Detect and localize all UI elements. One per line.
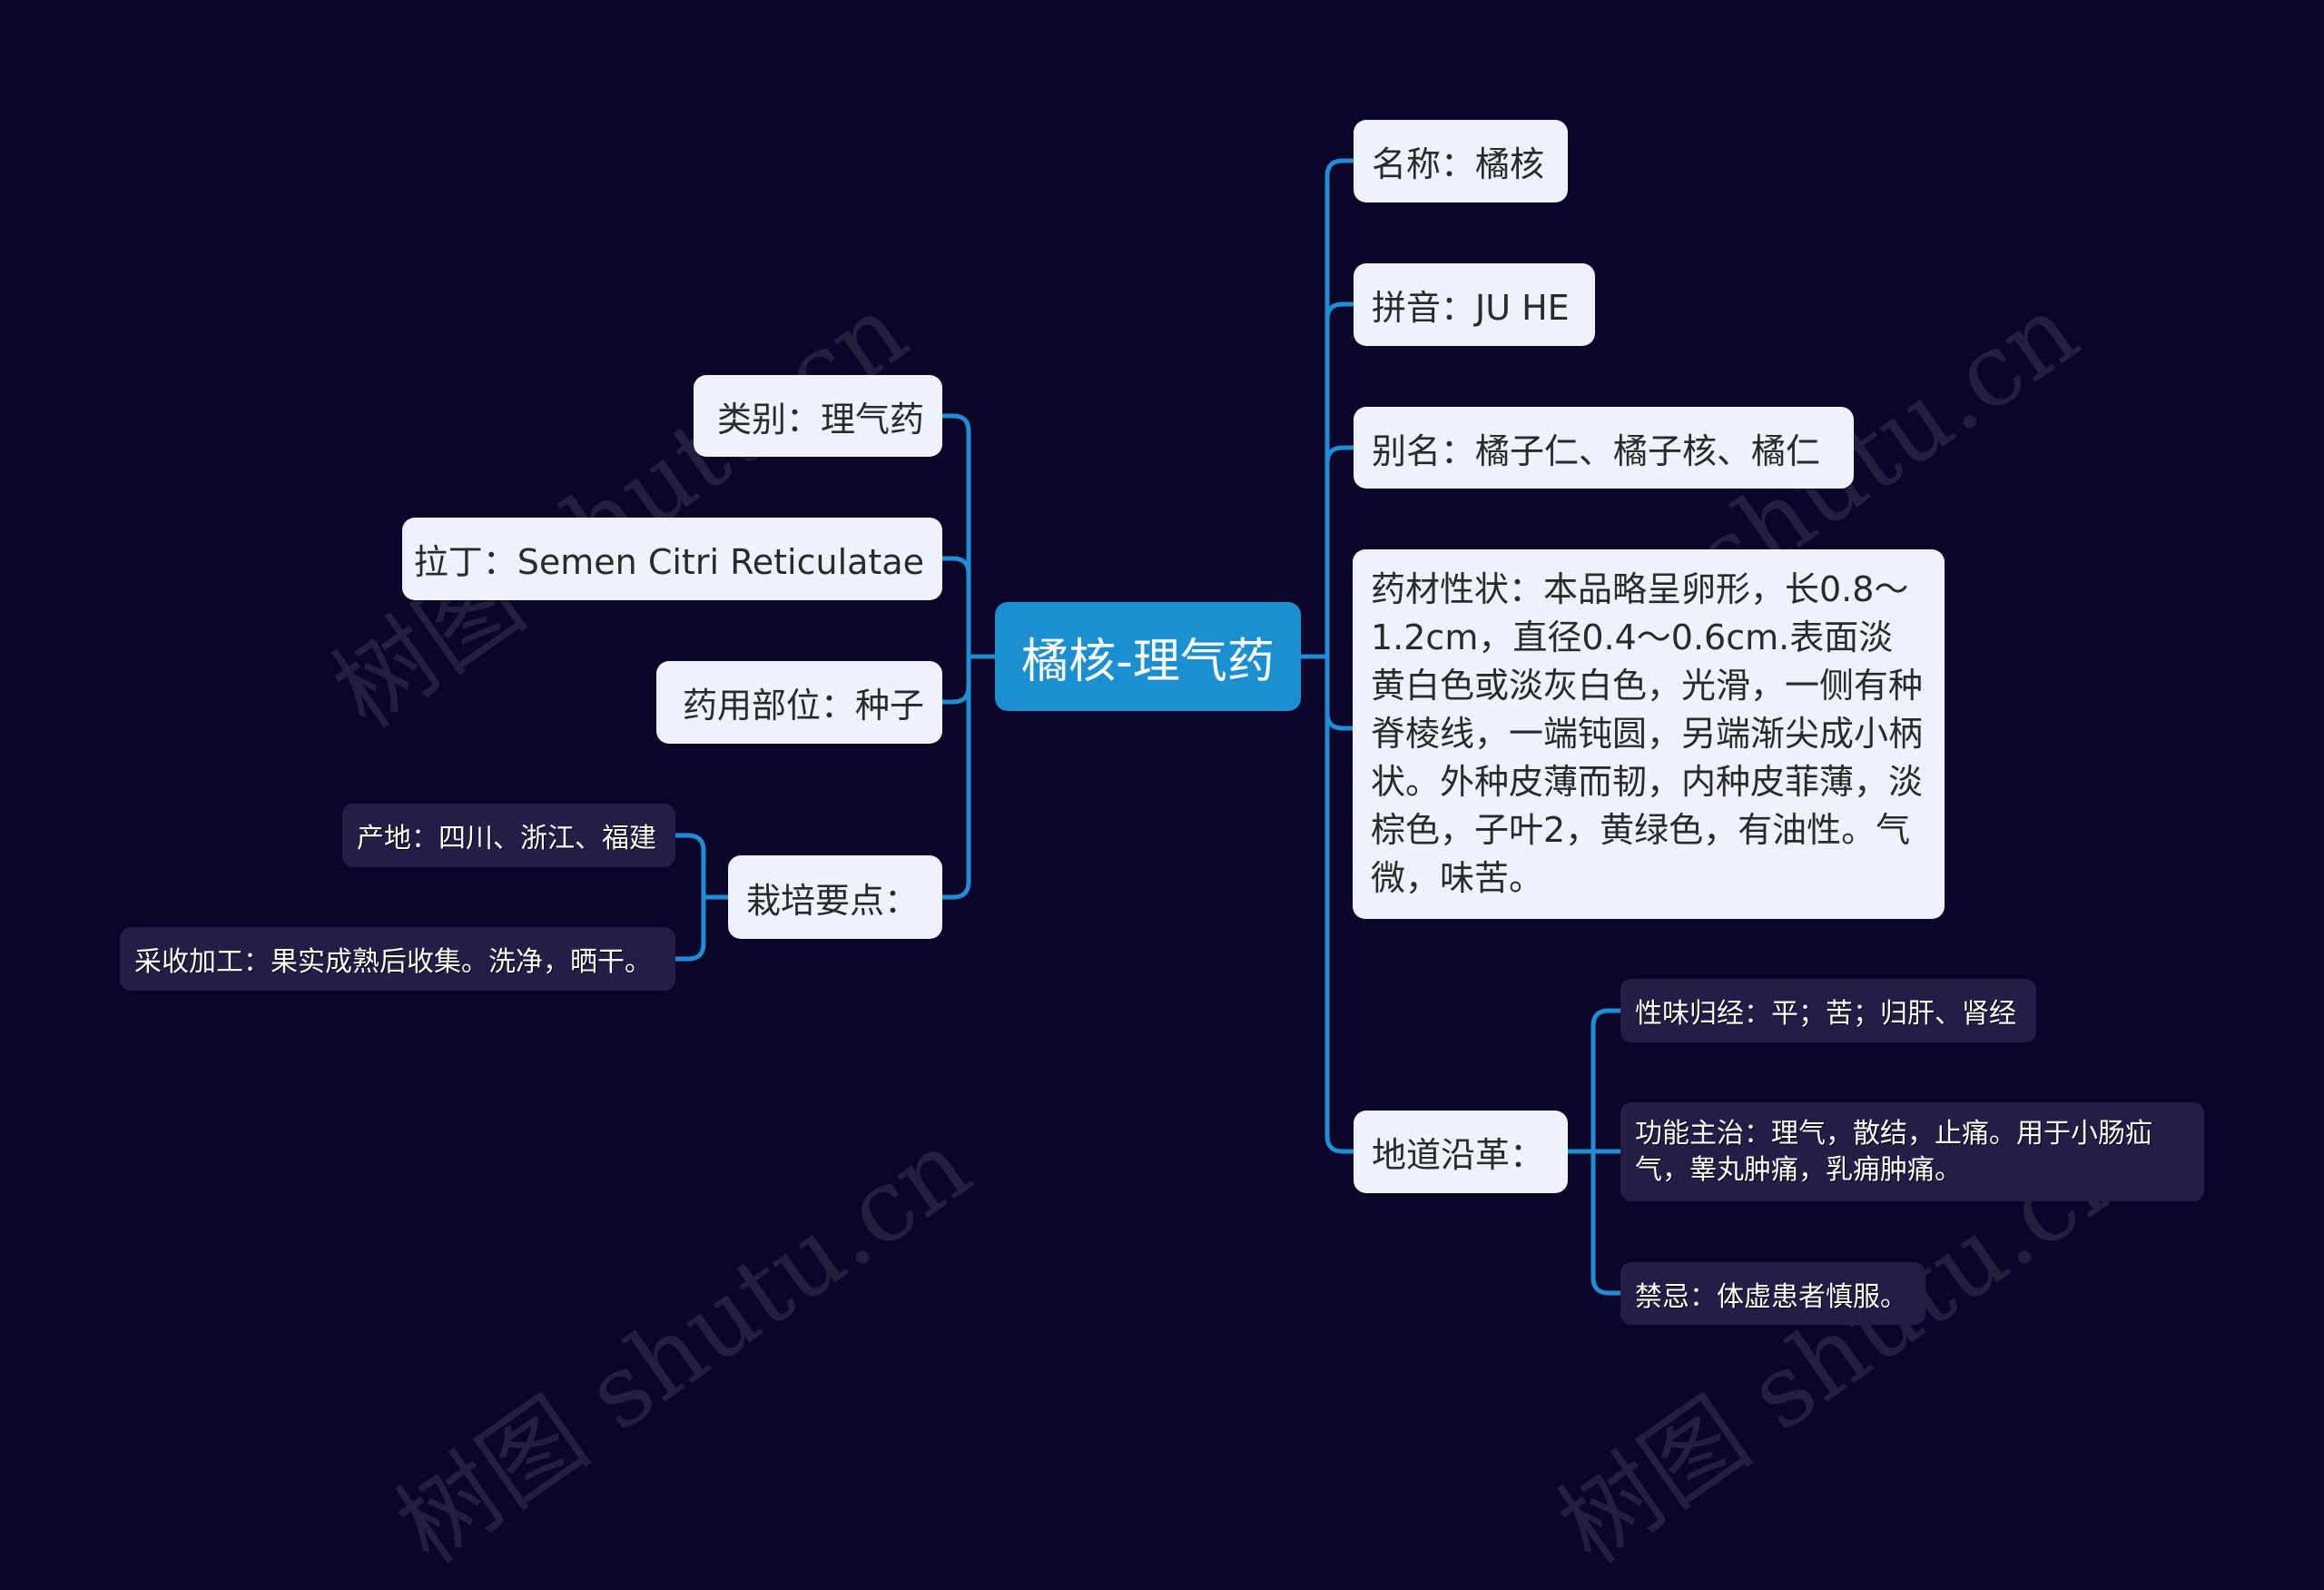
node-name[interactable]: 名称：橘核 bbox=[1354, 120, 1568, 202]
node-label: 药用部位：种子 bbox=[682, 686, 924, 726]
node-contraindication[interactable]: 禁忌：体虚患者慎服。 bbox=[1620, 1262, 1925, 1325]
node-label: 拼音：JU HE bbox=[1372, 288, 1570, 328]
node-label: 采收加工：果实成熟后收集。洗净，晒干。 bbox=[134, 946, 652, 978]
node-label: 禁忌：体虚患者慎服。 bbox=[1635, 1280, 1907, 1313]
node-pinyin[interactable]: 拼音：JU HE bbox=[1354, 263, 1595, 346]
node-label: 拉丁：Semen Citri Reticulatae bbox=[413, 542, 924, 582]
node-label: 性味归经：平；苦；归肝、肾经 bbox=[1635, 998, 2016, 1030]
central-topic-label: 橘核-理气药 bbox=[1021, 634, 1275, 689]
node-label: 功能主治：理气，散结，止痛。用于小肠疝气，睾丸肿痛，乳痈肿痛。 bbox=[1635, 1117, 2152, 1186]
node-label: 栽培要点： bbox=[746, 880, 920, 921]
node-latin[interactable]: 拉丁：Semen Citri Reticulatae bbox=[402, 518, 942, 600]
central-topic[interactable]: 橘核-理气药 bbox=[995, 602, 1301, 711]
connector-lines bbox=[673, 158, 1622, 1296]
node-production-area[interactable]: 产地：四川、浙江、福建 bbox=[342, 804, 675, 867]
node-origin[interactable]: 地道沿革： bbox=[1354, 1111, 1568, 1193]
node-harvest-processing[interactable]: 采收加工：果实成熟后收集。洗净，晒干。 bbox=[120, 927, 675, 991]
node-label: 药材性状：本品略呈卵形，长0.8～1.2cm，直径0.4～0.6cm.表面淡黄白… bbox=[1371, 569, 1924, 898]
node-label: 类别：理气药 bbox=[716, 399, 924, 439]
node-functions[interactable]: 功能主治：理气，散结，止痛。用于小肠疝气，睾丸肿痛，乳痈肿痛。 bbox=[1620, 1102, 2204, 1201]
node-label: 产地：四川、浙江、福建 bbox=[357, 823, 656, 854]
node-category[interactable]: 类别：理气药 bbox=[694, 375, 942, 457]
node-cultivation[interactable]: 栽培要点： bbox=[728, 855, 942, 939]
node-label: 名称：橘核 bbox=[1372, 144, 1545, 184]
node-label: 别名：橘子仁、橘子核、橘仁 bbox=[1372, 430, 1821, 471]
node-label: 地道沿革： bbox=[1372, 1135, 1545, 1175]
node-description[interactable]: 药材性状：本品略呈卵形，长0.8～1.2cm，直径0.4～0.6cm.表面淡黄白… bbox=[1353, 549, 1945, 919]
node-alias[interactable]: 别名：橘子仁、橘子核、橘仁 bbox=[1354, 407, 1854, 489]
node-nature-meridian[interactable]: 性味归经：平；苦；归肝、肾经 bbox=[1620, 979, 2036, 1042]
node-medicinal-part[interactable]: 药用部位：种子 bbox=[656, 661, 942, 744]
